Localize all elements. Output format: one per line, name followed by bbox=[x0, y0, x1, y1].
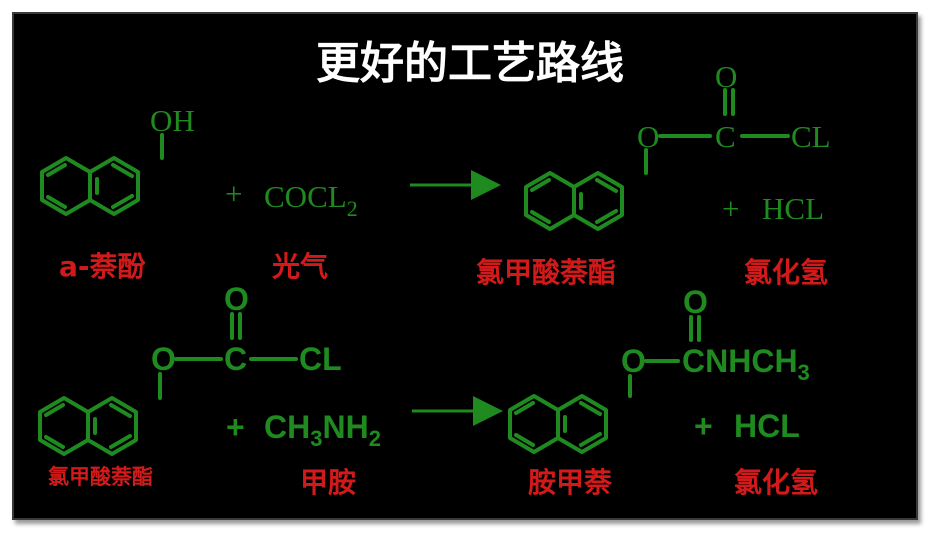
hydrogen-chloride-label-2: 氯化氢 bbox=[734, 466, 818, 499]
methylamine-label: 甲胺 bbox=[300, 466, 356, 499]
carbonyl-carbon: C bbox=[715, 119, 736, 154]
carbonyl-oxygen: O bbox=[715, 59, 737, 94]
carbaryl-label: 胺甲萘 bbox=[528, 466, 613, 499]
a-naphthol-label: a-萘酚 bbox=[59, 250, 147, 283]
phosgene-label: 光气 bbox=[271, 250, 328, 283]
carbonyl-oxygen-2: O bbox=[224, 281, 249, 317]
carbaryl-structure: O CNHCH3 O bbox=[508, 284, 810, 454]
naphthyl-chloroformate-structure: O C O CL bbox=[524, 59, 831, 231]
page-title: 更好的工艺路线 bbox=[316, 38, 624, 89]
ester-oxygen-3: O bbox=[621, 343, 646, 379]
plus-sign-2: + bbox=[722, 191, 739, 226]
a-naphthol-structure: OH bbox=[40, 103, 195, 216]
chlorine-atom: CL bbox=[791, 119, 831, 154]
carbonyl-carbon-2: C bbox=[224, 341, 247, 377]
carbamate-group: CNHCH3 bbox=[682, 343, 810, 385]
naphthyl-chloroformate-label: 氯甲酸萘酯 bbox=[476, 256, 616, 289]
naphthyl-chloroformate-structure-2: O C O CL bbox=[38, 281, 342, 456]
phosgene-formula: COCL2 bbox=[264, 179, 358, 221]
reaction-diagram: 更好的工艺路线 OH a-萘酚 + COCL2 光气 O C O CL 氯甲酸萘… bbox=[38, 38, 831, 499]
slide: 更好的工艺路线 OH a-萘酚 + COCL2 光气 O C O CL 氯甲酸萘… bbox=[12, 12, 918, 520]
ester-oxygen-2: O bbox=[151, 341, 176, 377]
plus-sign-3: + bbox=[226, 409, 245, 445]
hcl-formula-2: HCL bbox=[734, 408, 800, 444]
hydrogen-chloride-label-1: 氯化氢 bbox=[744, 256, 828, 289]
plus-sign-1: + bbox=[225, 176, 242, 211]
naphthyl-chloroformate-label-2: 氯甲酸萘酯 bbox=[48, 465, 153, 489]
hydroxyl-group: OH bbox=[150, 103, 195, 138]
methylamine-formula: CH3NH2 bbox=[264, 409, 381, 451]
hcl-formula-1: HCL bbox=[762, 191, 824, 226]
ester-oxygen: O bbox=[637, 119, 659, 154]
chlorine-atom-2: CL bbox=[299, 341, 342, 377]
plus-sign-4: + bbox=[694, 408, 713, 444]
carbonyl-oxygen-3: O bbox=[683, 284, 708, 320]
